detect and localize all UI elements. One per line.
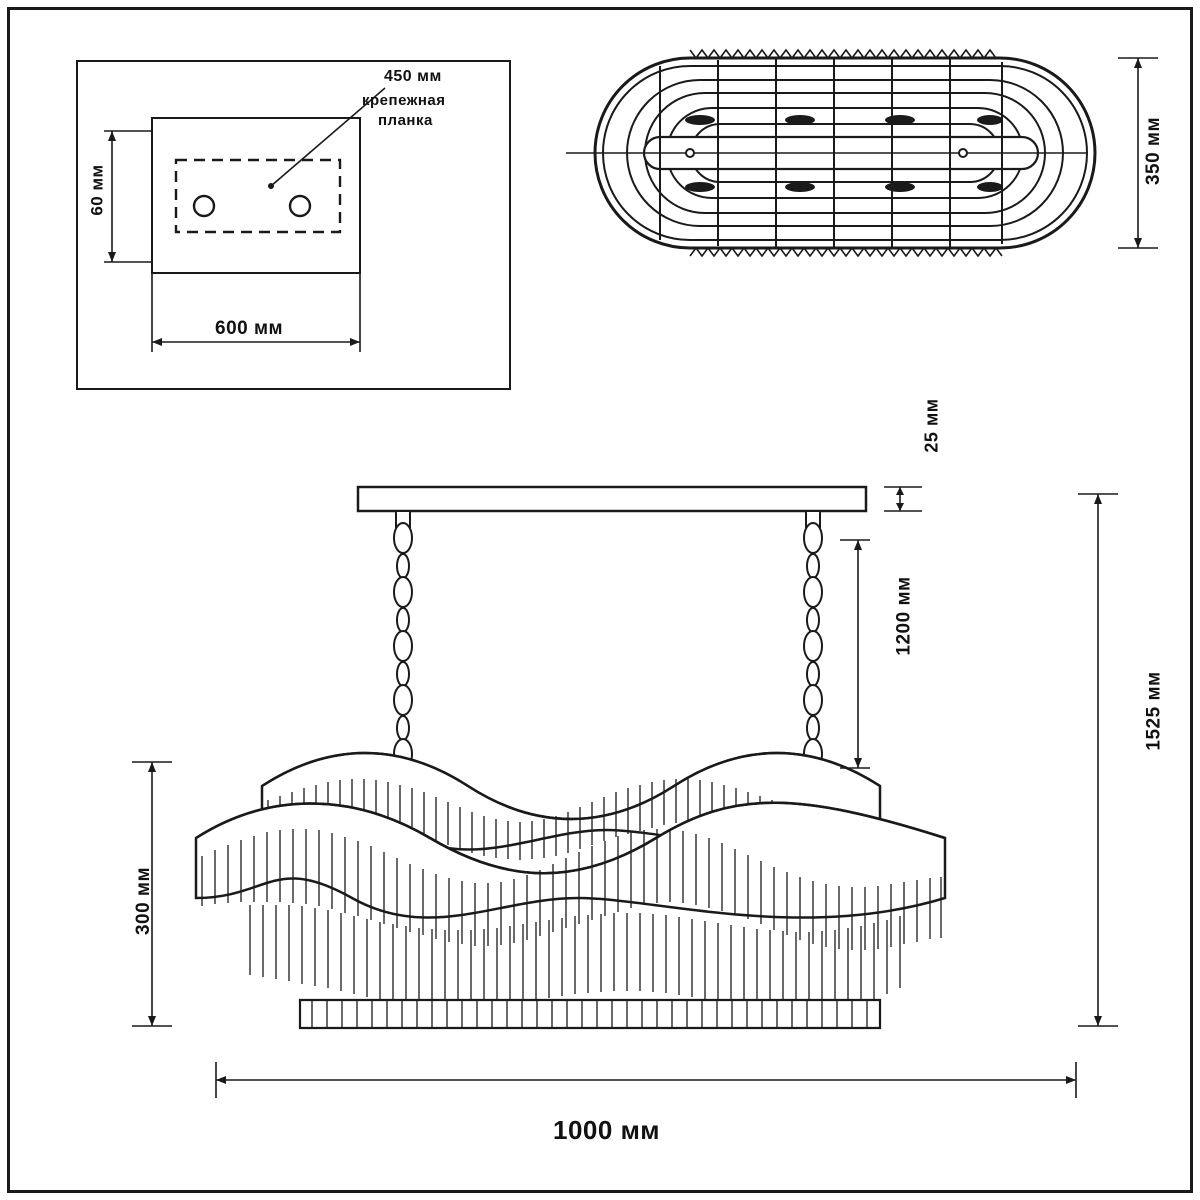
inset-detail-box [76, 60, 511, 390]
annotation-mount-name-line1: крепежная [362, 92, 446, 109]
dimension-label-total-height: 1525 мм [1143, 671, 1165, 751]
dimension-label-top-depth: 350 мм [1143, 116, 1165, 186]
dimension-label-fixture-width: 1000 мм [553, 1115, 661, 1145]
dimension-label-mount-width: 450 мм [384, 68, 442, 85]
annotation-mount-name-line2: планка [378, 112, 433, 129]
dimension-label-fixture-height: 300 мм [133, 866, 155, 936]
dimension-label-chain-length: 1200 мм [893, 576, 915, 656]
dimension-label-plate-width: 600 мм [215, 318, 284, 339]
dimension-label-canopy-height: 25 мм [921, 398, 942, 453]
outer-frame [7, 7, 1193, 1193]
dimension-label-plate-height: 60 мм [87, 164, 107, 216]
